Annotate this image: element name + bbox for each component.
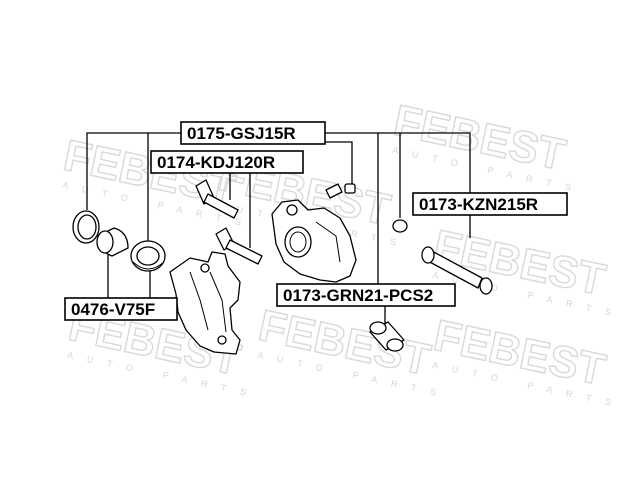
watermark-lower-right: FEBEST AUTO PARTS (429, 310, 626, 410)
part-guide-sleeve (421, 246, 493, 295)
pin-upper-shaft (203, 193, 239, 219)
part-number-0175: 0175-GSJ15R (187, 124, 296, 143)
label-0174: 0174-KDJ120R (150, 150, 304, 174)
part-number-0174: 0174-KDJ120R (157, 153, 275, 172)
part-number-0173-grn: 0173-GRN21-PCS2 (283, 286, 433, 305)
label-box (180, 121, 326, 145)
part-guide-pin-lower (215, 227, 263, 265)
part-caliper-bracket (169, 251, 241, 355)
part-dust-boot (130, 240, 166, 272)
label-0175: 0175-GSJ15R (180, 121, 326, 145)
part-number-0476: 0476-V75F (71, 300, 155, 319)
part-pin-boot (369, 321, 405, 352)
label-0173-grn: 0173-GRN21-PCS2 (276, 283, 456, 307)
part-guide-pin-upper (195, 179, 239, 219)
bleeder-cap (344, 183, 356, 194)
cap-body (392, 219, 408, 233)
caliper-bore-inner (289, 231, 307, 253)
label-box (150, 150, 304, 174)
caliper-lug (286, 204, 298, 216)
part-cap (392, 219, 408, 233)
caliper-detail (315, 221, 341, 263)
part-caliper-housing (271, 199, 357, 283)
label-0476: 0476-V75F (64, 297, 178, 321)
part-bleeder-screw (325, 183, 356, 199)
leader-0175-bleeder (325, 141, 353, 185)
caliper-body (271, 199, 357, 283)
piston-face (96, 230, 114, 254)
part-seal-ring (72, 210, 100, 244)
leader-0175-left (86, 132, 181, 210)
part-number-0173-kzn: 0173-KZN215R (419, 195, 538, 214)
pin-lower-shaft (225, 239, 263, 265)
label-box (64, 297, 178, 321)
label-box (276, 283, 456, 307)
watermark-top-right: FEBEST AUTO PARTS (389, 95, 586, 195)
bracket-hole-1 (200, 263, 210, 273)
seal-ring-inner (77, 214, 97, 240)
sleeve-end-left (421, 246, 435, 264)
label-box (412, 192, 568, 216)
sleeve-end-right (479, 277, 493, 295)
part-piston (96, 227, 129, 257)
dust-boot-inner (136, 246, 160, 266)
dust-boot-rim (132, 261, 165, 270)
bracket-detail-1 (189, 271, 209, 331)
pin-boot-end-1 (369, 321, 387, 335)
bracket-body (169, 251, 241, 355)
bracket-detail-2 (209, 271, 227, 333)
bracket-hole-2 (217, 335, 227, 345)
label-0173-kzn: 0173-KZN215R (412, 192, 568, 216)
watermark-lower-center: FEBEST AUTO PARTS (254, 300, 451, 400)
bleeder-body (325, 183, 343, 199)
pin-boot-end-2 (386, 338, 404, 352)
caliper-bore (284, 226, 312, 258)
